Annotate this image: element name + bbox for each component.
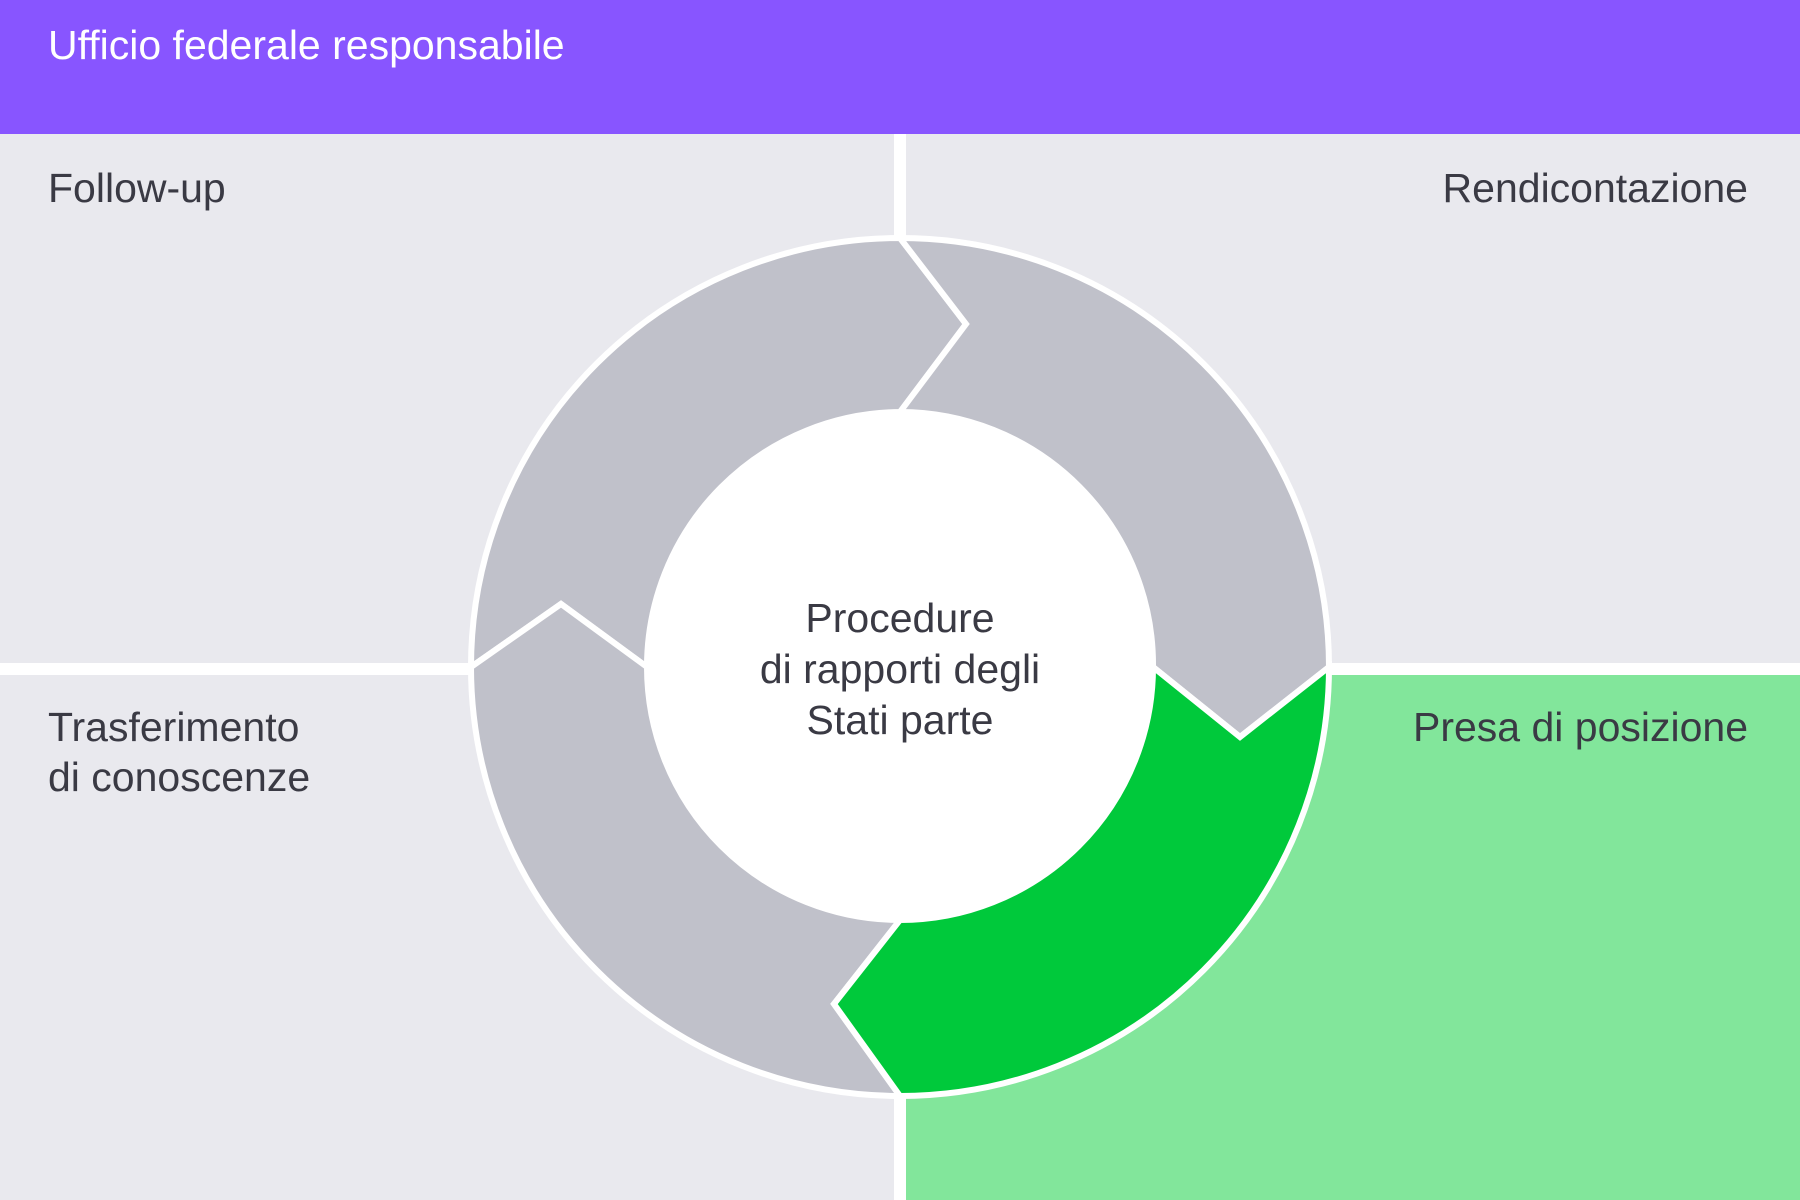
center-label-line-2: di rapporti degli: [759, 646, 1041, 692]
header-bar: Ufficio federale responsabile: [0, 0, 1800, 134]
ring-segment-follow-up: [467, 234, 970, 673]
label-rendicontazione: Rendicontazione: [1442, 165, 1748, 211]
label-presa-di-posizione: Presa di posizione: [1412, 704, 1748, 750]
center-label-line-3: Stati parte: [806, 697, 994, 743]
label-trasferimento-line-2: di conoscenze: [48, 754, 311, 800]
label-trasferimento: Trasferimento di conoscenze: [48, 702, 310, 802]
header-title: Ufficio federale responsabile: [48, 22, 565, 68]
label-trasferimento-line-1: Trasferimento: [48, 704, 300, 750]
label-follow-up: Follow-up: [48, 165, 226, 211]
center-circle: [647, 414, 1153, 920]
center-label-line-1: Procedure: [805, 595, 995, 641]
center-label: Procedure di rapporti degli Stati parte: [700, 593, 1100, 746]
ring-segment-rendicontazione: [893, 234, 1333, 741]
